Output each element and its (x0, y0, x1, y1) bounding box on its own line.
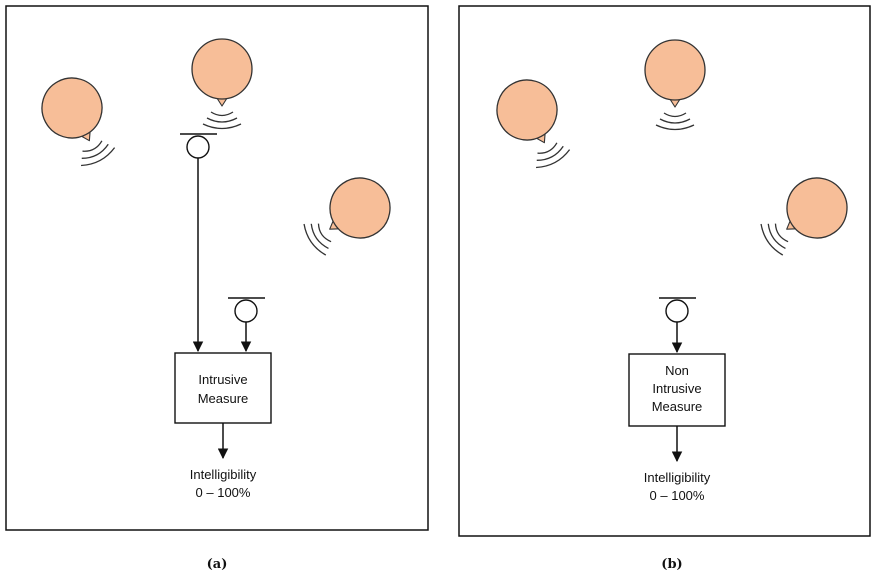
panel-a: Intrusive Measure Intelligibility 0 – 10… (5, 5, 429, 572)
panel-caption: (a) (207, 557, 228, 572)
panel-caption: (b) (661, 557, 682, 572)
box-label-line-2: Measure (198, 391, 249, 406)
microphone-icon (228, 297, 265, 323)
panel-b: Non Intrusive Measure Intelligibility 0 … (458, 5, 871, 572)
output-range: 0 – 100% (196, 485, 251, 500)
microphone-icon (659, 297, 696, 323)
box-label-line-2: Intrusive (652, 381, 701, 396)
output-range: 0 – 100% (650, 488, 705, 503)
box-label-line-3: Measure (652, 399, 703, 414)
output-label: Intelligibility (644, 470, 711, 485)
output-label: Intelligibility (190, 467, 257, 482)
box-label-line-1: Non (665, 363, 689, 378)
microphone-icon (180, 133, 217, 159)
box-label-line-1: Intrusive (198, 372, 247, 387)
intrusive-measure-box (174, 352, 272, 424)
